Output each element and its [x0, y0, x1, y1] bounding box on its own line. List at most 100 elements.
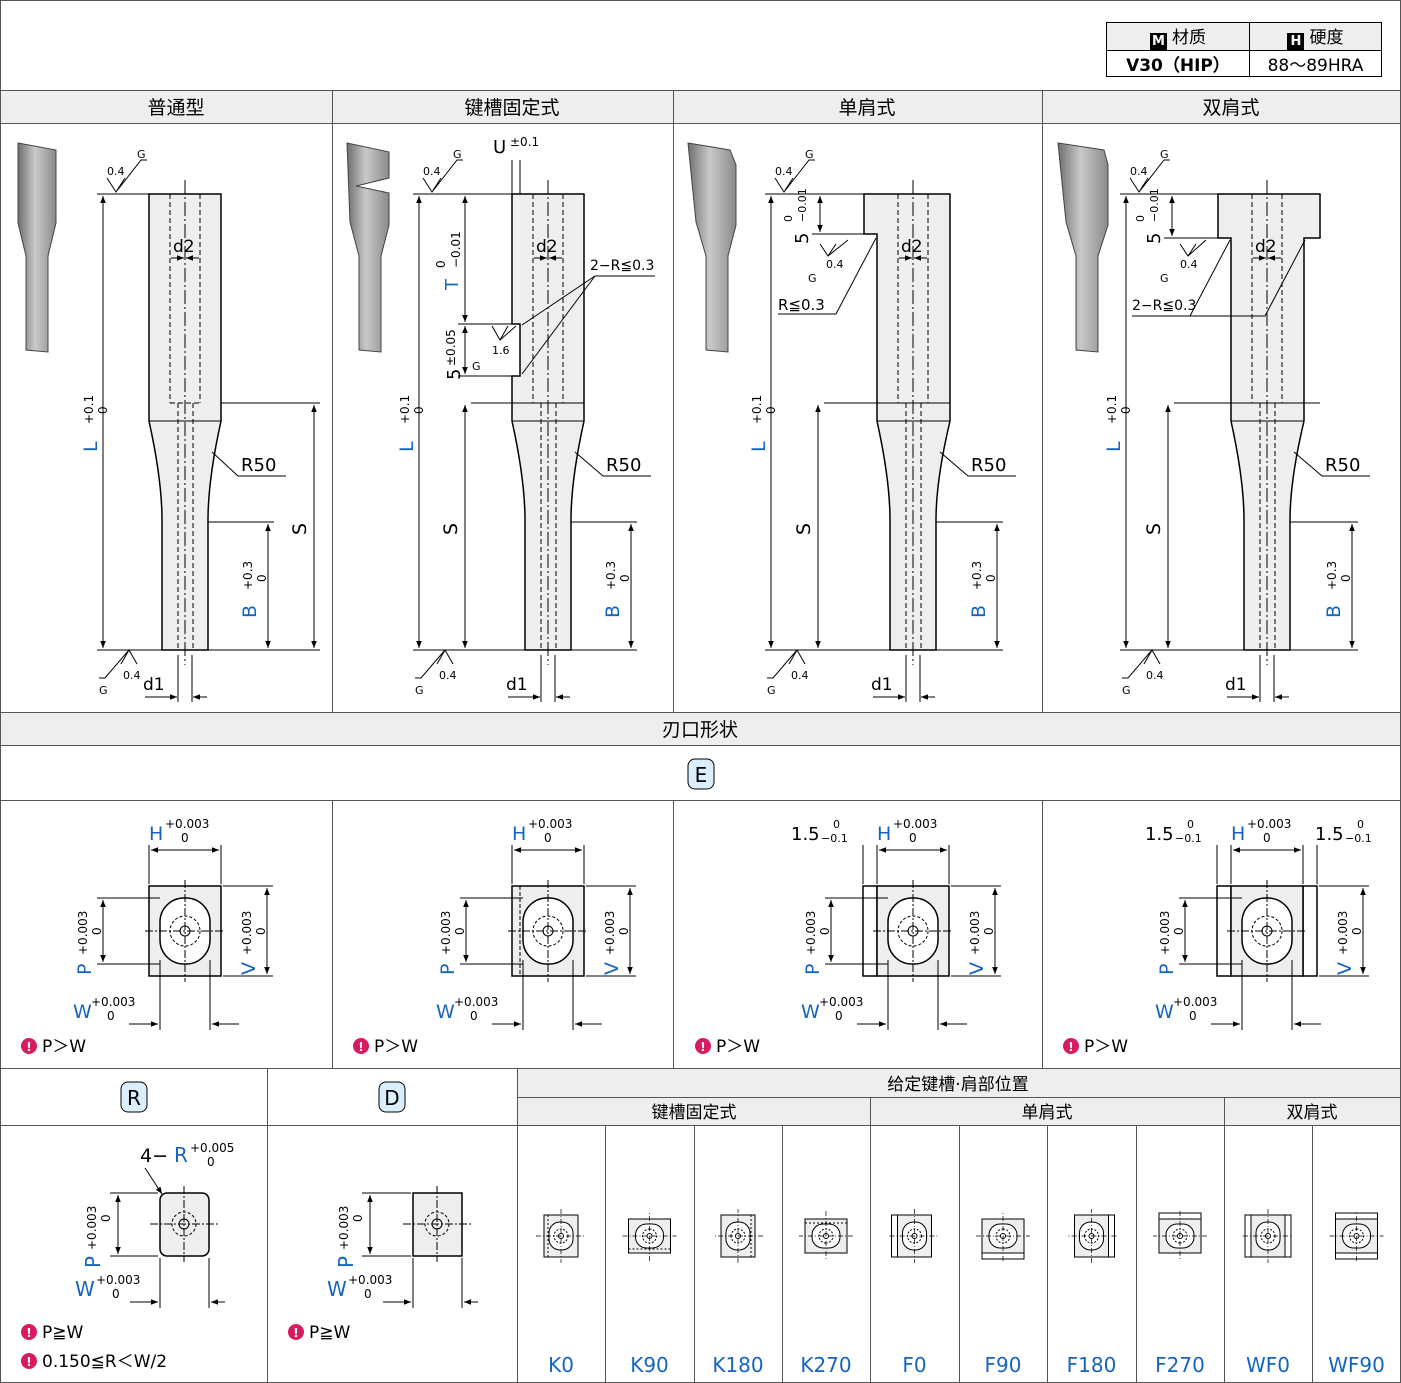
part-standard: [17, 142, 222, 665]
note-pw-standard: P＞W: [42, 1037, 86, 1057]
svg-text:!: !: [293, 1326, 298, 1340]
dim-w-tol-single: +0.003: [819, 995, 863, 1009]
dim-u: U ±0.1: [493, 135, 539, 194]
position-cell-f0: F0: [870, 1125, 940, 1383]
dim-d-w-tol0: 0: [364, 1287, 372, 1301]
dim-shoulder-r-tol0-double: 0: [1357, 818, 1364, 831]
position-cell-k90: K90: [605, 1125, 677, 1383]
dim-p-tol0-double: 0: [1172, 927, 1186, 935]
dim-v-double: V: [1334, 962, 1356, 975]
dim-v-tol0-keyway: 0: [617, 927, 631, 935]
dim-shoulder-l-tol-single: −0.1: [821, 832, 848, 845]
rough-top-double: 0.4: [1130, 165, 1148, 178]
position-code-k180: K180: [712, 1353, 763, 1377]
position-cell-f270: F270: [1136, 1125, 1207, 1383]
dim-w-keyway: W: [436, 1001, 455, 1023]
dim-d1-standard: d1: [143, 675, 165, 695]
dim-s-keyway: S: [440, 523, 462, 535]
type-title-single-shoulder: 单肩式: [838, 97, 895, 119]
rough-top-keyway: 0.4: [423, 165, 441, 178]
rough-top-g-keyway: G: [453, 148, 462, 161]
hardness-header-label: 硬度: [1309, 28, 1344, 48]
dim-p-tol-double: +0.003: [1158, 911, 1172, 955]
dim-u-tol: ±0.1: [510, 135, 539, 149]
dim-h-tol0-double: 0: [1263, 831, 1271, 845]
rough-bot-standard: 0.4: [123, 669, 141, 682]
rough-bot-g-double: G: [1122, 684, 1131, 697]
dim-r-p: P: [81, 1256, 105, 1268]
dim-v-keyway: V: [601, 962, 623, 975]
photo-standard: [17, 142, 57, 353]
rough-double-shoulder-g: G: [1160, 272, 1169, 285]
edge-type-d-label: D: [384, 1086, 399, 1110]
dim-d2-standard: d2: [173, 237, 195, 257]
dim-5-single-tol-top: 0: [782, 215, 795, 222]
position-cell-f180: F180: [1047, 1125, 1117, 1383]
dim-5-double: 5 0 −0.01 0.4 G 2−R≦0.3: [1132, 188, 1306, 317]
note-r-2-text: 0.150≦R＜W/2: [42, 1352, 167, 1372]
rough-top-g-standard: G: [137, 148, 146, 161]
dim-5-double-tol-top: 0: [1134, 215, 1147, 222]
edge-type-r: R: [120, 1081, 148, 1113]
dim-l-tol-single: +0.1: [750, 395, 764, 424]
position-code-k90: K90: [630, 1353, 669, 1377]
dim-l-tol-double: +0.1: [1105, 395, 1119, 424]
dim-p-tol0-keyway: 0: [453, 927, 467, 935]
rough-bot-single: 0.4: [791, 669, 809, 682]
position-cell-wf90: WF90: [1312, 1125, 1385, 1383]
note-d-1-text: P≧W: [309, 1323, 350, 1343]
dim-r-p-tol: +0.003: [85, 1206, 99, 1250]
edge-shape-title: 刃口形状: [662, 719, 738, 741]
dim-l-tol-keyway: +0.1: [398, 395, 412, 424]
rough-top-g-single: G: [805, 148, 814, 161]
dim-p-keyway: P: [437, 964, 459, 975]
dim-d2-keyway: d2: [536, 237, 558, 257]
dim-s-single: S: [793, 523, 815, 535]
dim-h-single: H: [877, 823, 891, 845]
dim-shoulder-l-tol0-double: 0: [1187, 818, 1194, 831]
dim-v-tol-double: +0.003: [1336, 911, 1350, 955]
r50-standard: R50: [241, 455, 276, 476]
dim-r-r-tol: +0.005: [190, 1141, 234, 1155]
dim-d-w-tol: +0.003: [348, 1273, 392, 1287]
edge-d-drawing: P +0.003 0 W +0.003 0: [327, 1186, 478, 1308]
dim-h-tol0-single: 0: [909, 831, 917, 845]
edge-type-d: D: [378, 1081, 406, 1113]
dim-b-standard: B: [239, 605, 261, 618]
dim-h-keyway: H: [512, 823, 526, 845]
dim-v-standard: V: [238, 962, 260, 975]
dim-l-tol0-keyway: 0: [412, 406, 426, 414]
rough-bot-g-single: G: [767, 684, 776, 697]
dim-r-w-tol: +0.003: [96, 1273, 140, 1287]
material-badge: M: [1149, 33, 1167, 50]
positions-group-keyway: 键槽固定式: [652, 1103, 737, 1123]
note-pw-double: P＞W: [1084, 1037, 1128, 1057]
dim-l-single: L: [748, 441, 770, 452]
dim-b-keyway: B: [602, 605, 624, 618]
dim-v-single: V: [966, 962, 988, 975]
dim-v-tol0-standard: 0: [254, 927, 268, 935]
dim-p-tol0-standard: 0: [90, 927, 104, 935]
material-value: V30（HIP）: [1106, 50, 1250, 77]
dim-r-r: R: [174, 1143, 188, 1167]
dim-5-keyway: 5 ±0.05 1.6 G 2−R≦0.3: [444, 258, 655, 380]
photo-double: [1057, 142, 1109, 353]
edge-type-e-label: E: [695, 763, 708, 787]
edge-header-bg: [1, 713, 1400, 745]
dim-d1-double: d1: [1225, 675, 1247, 695]
rough-top-single: 0.4: [775, 165, 793, 178]
dim-d1-single: d1: [871, 675, 893, 695]
dim-5-single: 5 0 −0.01 0.4 G R≦0.3: [778, 188, 877, 315]
dim-p-tol-single: +0.003: [804, 911, 818, 955]
dim-v-tol-single: +0.003: [968, 911, 982, 955]
dim-d-p-tol0: 0: [351, 1214, 365, 1222]
dim-shoulder-l-tol-double: −0.1: [1175, 832, 1202, 845]
dim-w-tol0-standard: 0: [107, 1009, 115, 1023]
dim-r-w-tol0: 0: [112, 1287, 120, 1301]
